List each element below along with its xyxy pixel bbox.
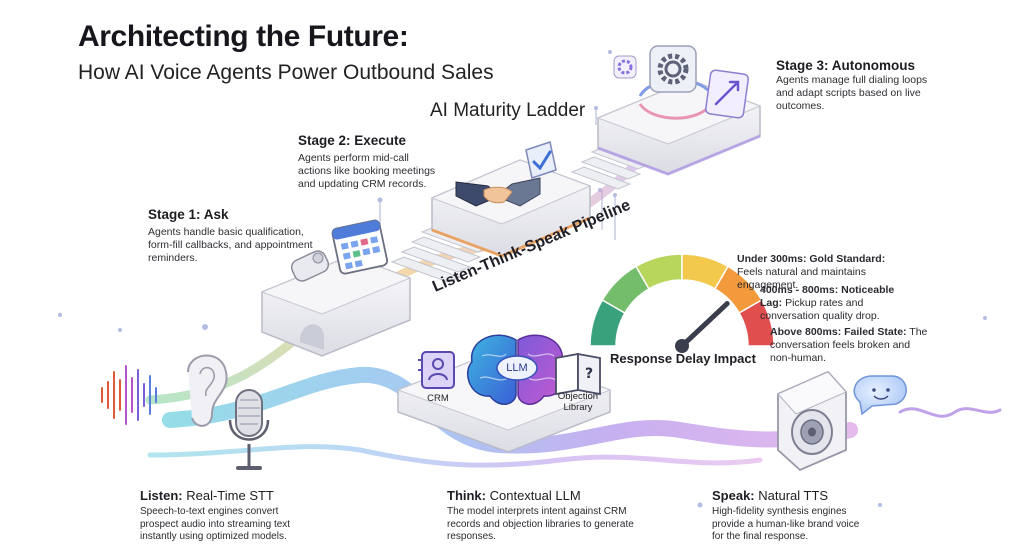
gauge-segment	[738, 298, 775, 347]
analytics-card-icon	[705, 69, 749, 119]
maturity-ladder-title: AI Maturity Ladder	[430, 100, 586, 121]
gauge-needle	[679, 301, 730, 349]
audio-waveform-icon	[101, 365, 157, 425]
robot-hand-icon	[290, 250, 330, 282]
small-gear-icon	[613, 55, 637, 79]
brain-icon	[467, 334, 567, 405]
objection-library-label: Objection Library	[557, 391, 599, 413]
latency-note-lag: 400ms - 800ms: Noticeable Lag: Pickup ra…	[760, 284, 895, 322]
listen-description: Speech-to-text engines convert prospect …	[140, 506, 291, 542]
stage-3-description: Agents manage full dialing loops and ada…	[776, 74, 928, 112]
llm-label: LLM	[506, 362, 528, 374]
chat-bubble-icon	[853, 375, 907, 416]
gauge-hub	[675, 339, 689, 353]
microphone-icon	[228, 389, 270, 470]
speak-heading: Speak: Natural TTS	[712, 488, 829, 503]
output-waveform	[898, 407, 1002, 418]
crm-icon	[418, 351, 455, 389]
stage-1-platform	[260, 255, 412, 357]
listen-heading: Listen: Real-Time STT	[140, 488, 274, 503]
crm-label: CRM	[427, 393, 449, 404]
stage-2-description: Agents perform mid-call actions like boo…	[298, 152, 436, 190]
response-delay-gauge	[589, 253, 775, 353]
gauge-title: Response Delay Impact	[610, 351, 756, 366]
speak-description: High-fidelity synthesis engines provide …	[712, 506, 860, 542]
stage-1-heading: Stage 1: Ask	[148, 207, 229, 222]
stage-2-heading: Stage 2: Execute	[298, 133, 407, 148]
speaker-icon	[777, 370, 847, 472]
cycle-arrows-icon-2	[638, 103, 709, 120]
stage-1-description: Agents handle basic qualification, form-…	[148, 226, 313, 264]
ear-icon	[187, 354, 228, 427]
think-description: The model interprets intent against CRM …	[447, 506, 634, 542]
pipeline-ribbon-lower	[147, 444, 763, 468]
page-title: Architecting the Future:	[78, 20, 409, 53]
svg-text:?: ?	[585, 366, 593, 382]
page-subtitle: How AI Voice Agents Power Outbound Sales	[78, 61, 494, 84]
objection-library-book-icon: ?	[555, 352, 601, 396]
checkmark-badge-icon	[525, 141, 557, 179]
latency-note-gold: Under 300ms: Gold Standard: Feels natura…	[737, 253, 886, 291]
handshake-icon	[455, 177, 541, 207]
think-heading: Think: Contextual LLM	[447, 488, 581, 503]
calendar-icon	[331, 219, 389, 275]
gear-icon	[649, 45, 697, 93]
latency-note-failed: Above 800ms: Failed State: The conversat…	[770, 326, 928, 364]
stage-3-heading: Stage 3: Autonomous	[776, 58, 916, 73]
